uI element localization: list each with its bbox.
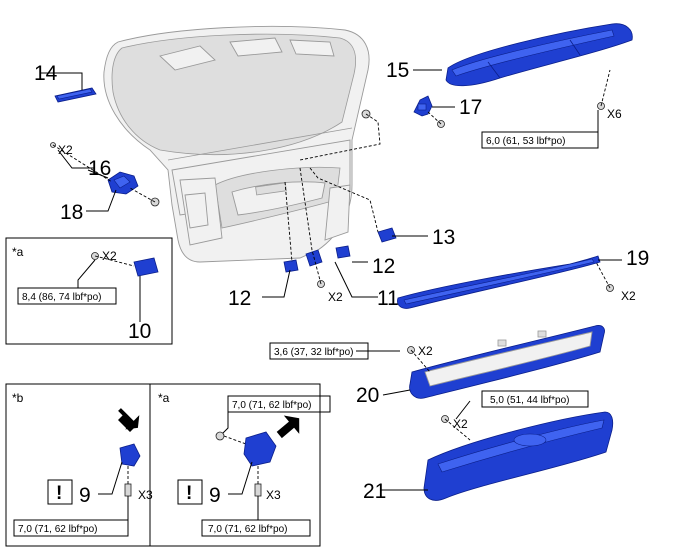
back-door-panel (103, 25, 370, 263)
inset-a-part-9: *a 7,0 (71, 62 lbf*po) X3 ! 9 7,0 (71, 6… (149, 383, 331, 547)
part-11-screw (317, 280, 325, 288)
qty-9-a: X3 (266, 488, 281, 502)
callout-12-right: 12 (372, 255, 395, 278)
part-13-sensor (377, 227, 397, 243)
part-10-screw (91, 252, 99, 260)
callout-9-a: 9 (209, 484, 221, 507)
part-17-bracket (413, 95, 433, 117)
qty-11: X2 (328, 290, 343, 304)
qty-16: X2 (58, 143, 73, 157)
torque-text-20: 3,6 (37, 32 lbf*po) (274, 347, 354, 358)
part-9-latch-a (243, 431, 277, 467)
part-9-bolt-b (124, 483, 132, 497)
torque-text-21: 5,0 (51, 44 lbf*po) (490, 395, 570, 406)
inset-a-part-10: *a X2 8,4 (86, 74 lbf*po) 10 (5, 237, 173, 345)
qty-20: X2 (418, 344, 433, 358)
callout-17: 17 (459, 96, 482, 119)
caution-box-a (177, 479, 203, 505)
inset-a-label: *a (12, 245, 24, 259)
callout-16: 16 (88, 157, 111, 180)
torque-box-20: 3,6 (37, 32 lbf*po) (269, 342, 369, 360)
callout-14: 14 (34, 62, 58, 85)
caution-mark-a: ! (186, 483, 192, 504)
caution-mark-b: ! (56, 483, 62, 504)
inset-b-label: *b (12, 391, 24, 405)
part-16-hinge (107, 171, 139, 195)
part-9-bolt-a (254, 483, 262, 497)
inset-b-part-9: *b X3 ! 9 7,0 (71, 62 lbf*po) (5, 383, 153, 547)
pointer-arrow-icon-a (276, 415, 300, 439)
torque-text-a-bottom: 7,0 (71, 62 lbf*po) (208, 524, 288, 535)
part-12-left (283, 259, 299, 273)
callout-18: 18 (60, 201, 83, 224)
torque-box-15: 6,0 (61, 53 lbf*po) (481, 131, 599, 149)
pointer-arrow-icon-b (118, 408, 140, 430)
callout-19: 19 (626, 247, 649, 270)
torque-text-a-top: 7,0 (71, 62 lbf*po) (232, 400, 312, 411)
caution-box-b (47, 479, 73, 505)
callout-9-b: 9 (79, 484, 91, 507)
torque-box-21: 5,0 (51, 44 lbf*po) (481, 390, 589, 408)
qty-19: X2 (621, 289, 636, 303)
qty-10: X2 (102, 249, 117, 263)
callout-21: 21 (363, 480, 386, 503)
callout-15: 15 (386, 59, 409, 82)
callout-20: 20 (356, 384, 379, 407)
part-14-cover (54, 87, 97, 103)
rear-spoiler-part (445, 23, 633, 87)
callout-11: 11 (377, 287, 399, 310)
leader-lines (40, 69, 622, 491)
part-9-screw-a (215, 431, 225, 441)
qty-9-b: X3 (138, 488, 153, 502)
callout-13: 13 (432, 226, 455, 249)
torque-text-15: 6,0 (61, 53 lbf*po) (486, 136, 566, 147)
part-21-lower-garnish (423, 411, 614, 501)
part-20-garnish (409, 325, 605, 399)
inset-a2-label: *a (158, 391, 170, 405)
part-9-latch-b (119, 443, 141, 467)
part-19-molding (397, 255, 601, 309)
part-10-unit (133, 257, 159, 277)
qty-21: X2 (453, 417, 468, 431)
part-12-right (335, 245, 351, 259)
qty-15: X6 (607, 107, 622, 121)
assembly-dashed-lines (52, 69, 611, 441)
torque-text-b: 7,0 (71, 62 lbf*po) (18, 524, 98, 535)
torque-text-10: 8,4 (86, 74 lbf*po) (22, 292, 102, 303)
callout-10: 10 (128, 320, 151, 343)
callout-12-left: 12 (228, 287, 251, 310)
